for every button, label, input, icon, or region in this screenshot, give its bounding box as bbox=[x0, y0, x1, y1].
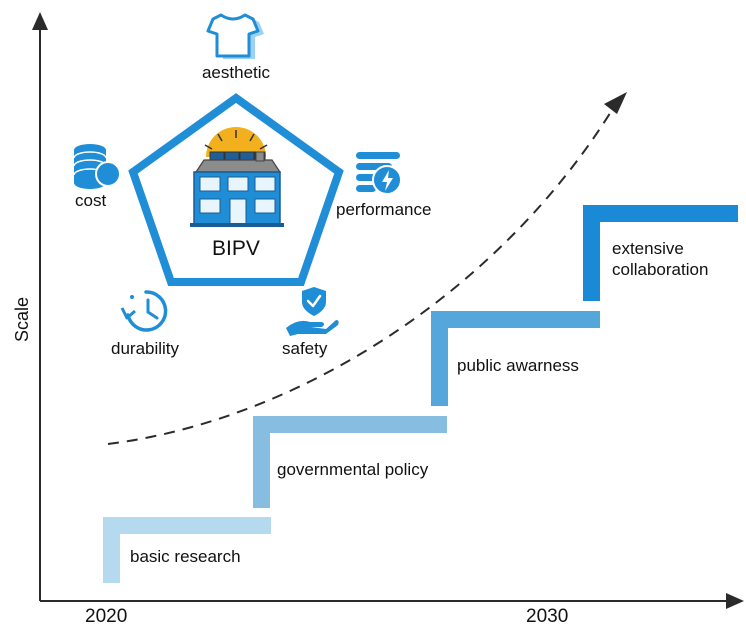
step-basic-research bbox=[103, 517, 271, 583]
stage-label-basic-research: basic research bbox=[130, 547, 241, 566]
stage-label-governmental-policy: governmental policy bbox=[277, 460, 429, 479]
tshirt-icon bbox=[206, 13, 264, 59]
building-icon bbox=[190, 127, 284, 227]
coins-icon bbox=[73, 144, 121, 189]
durability-label: durability bbox=[111, 339, 180, 358]
stage-label-public-awareness: public awarness bbox=[457, 356, 579, 375]
x-tick-2030: 2030 bbox=[526, 606, 569, 627]
stage-steps bbox=[103, 205, 738, 583]
stage-label-extensive-collaboration-line1: extensive bbox=[612, 239, 684, 258]
aesthetic-label: aesthetic bbox=[201, 63, 271, 82]
x-axis-arrowhead bbox=[726, 593, 744, 609]
growth-trend-arrowhead bbox=[604, 92, 627, 114]
growth-trend-curve bbox=[107, 109, 613, 445]
performance-label: performance bbox=[336, 200, 432, 219]
axes bbox=[32, 12, 744, 609]
step-public-awareness bbox=[431, 311, 600, 406]
y-axis-arrowhead bbox=[32, 12, 48, 30]
y-axis-label: Scale bbox=[12, 296, 32, 342]
step-governmental-policy bbox=[253, 416, 447, 508]
bipv-pentagon bbox=[128, 93, 344, 286]
x-tick-2020: 2020 bbox=[85, 606, 128, 627]
safety-label: safety bbox=[282, 339, 328, 358]
clock-icon bbox=[120, 290, 168, 332]
step-extensive-collaboration bbox=[583, 205, 738, 301]
shield-hand-icon bbox=[286, 287, 339, 336]
bipv-label: BIPV bbox=[212, 237, 260, 260]
energy-stack-icon bbox=[356, 152, 402, 195]
cost-label: cost bbox=[75, 191, 107, 210]
stage-label-extensive-collaboration-line2: collaboration bbox=[612, 260, 709, 279]
